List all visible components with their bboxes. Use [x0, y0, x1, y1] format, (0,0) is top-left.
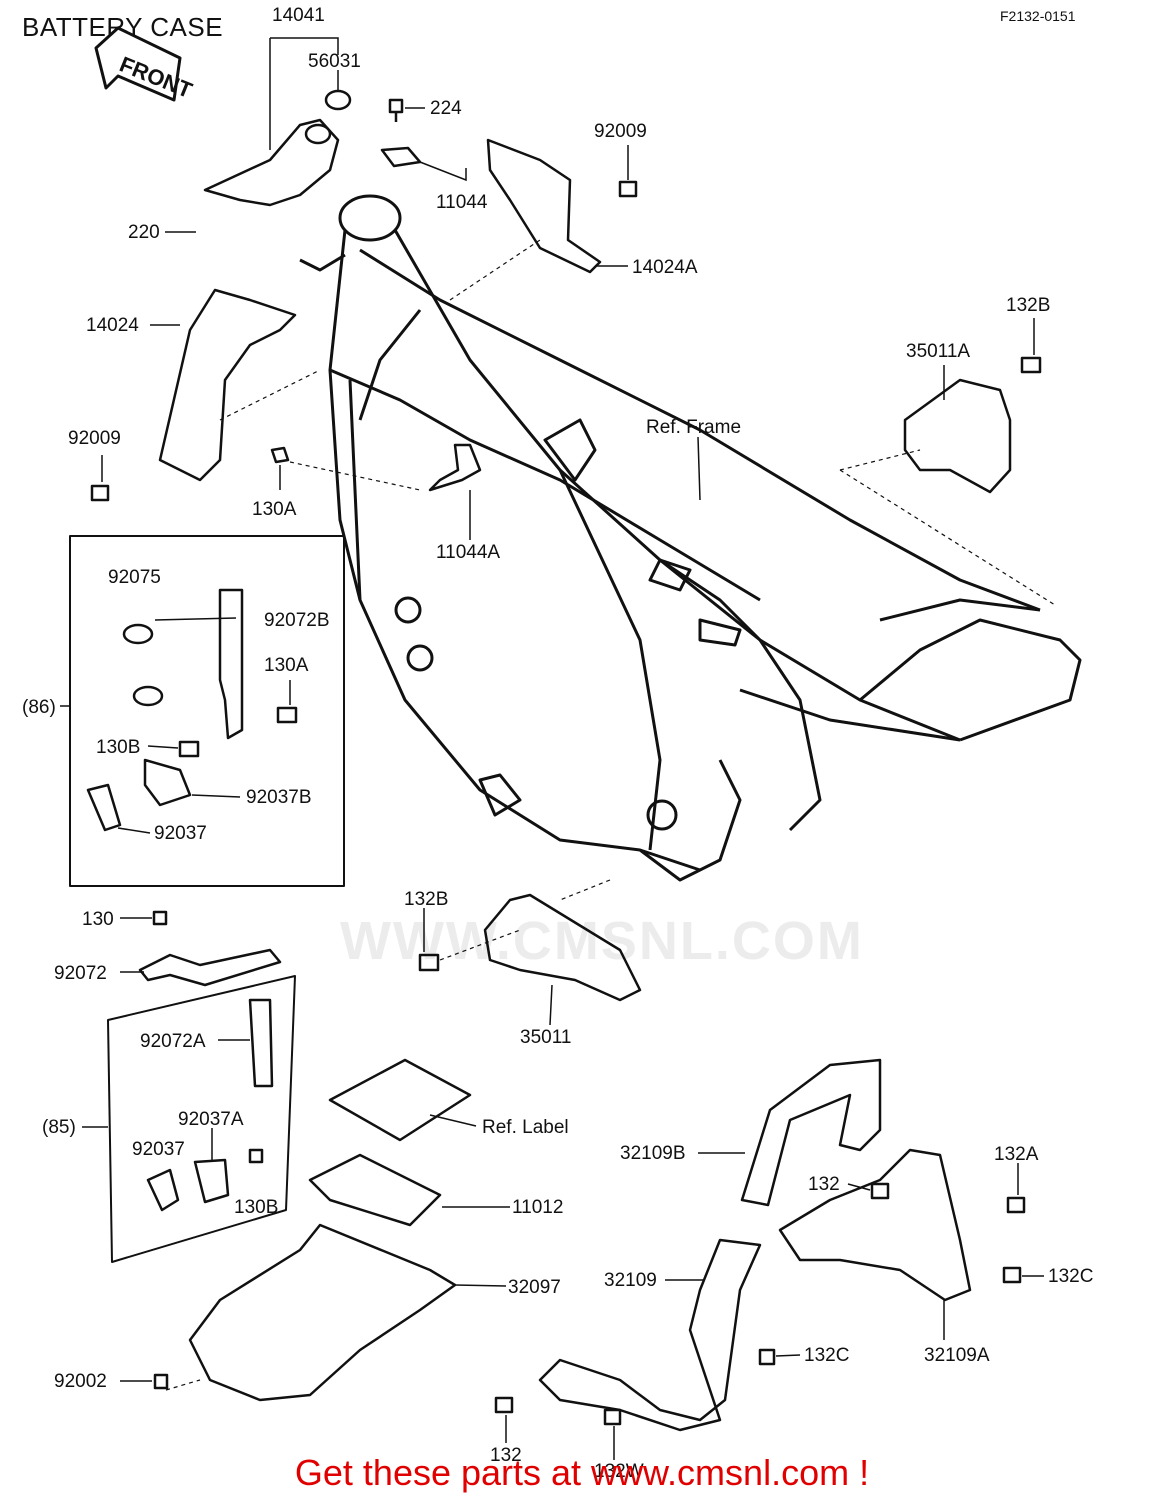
grommet-56031-icon [324, 89, 352, 111]
bolt-132C-right-icon [1002, 1266, 1022, 1284]
label-14024: 14024 [86, 315, 139, 336]
label-32097: 32097 [508, 1277, 561, 1298]
label-92072: 92072 [54, 963, 107, 984]
label-224: 224 [430, 98, 462, 119]
footpeg-35011A-icon [903, 378, 1012, 494]
bolt-132C-mid-icon [758, 1348, 776, 1366]
label-132A: 132A [994, 1144, 1039, 1165]
label-14041: 14041 [272, 5, 325, 26]
cover-14024A-icon [486, 138, 602, 274]
bolt-130A-icon [270, 446, 290, 464]
label-92072A: 92072A [140, 1031, 206, 1052]
bracket-92037A-icon [193, 1158, 230, 1204]
bolt-92009-icon [618, 180, 638, 198]
label-92002: 92002 [54, 1371, 107, 1392]
label-32109B: 32109B [620, 1143, 686, 1164]
label-92009-top: 92009 [594, 121, 647, 142]
label-132-bottom: 132 [490, 1445, 522, 1466]
bolt-130B-box-icon [178, 740, 200, 758]
watermark: WWW.CMSNL.COM [340, 911, 864, 971]
label-92037B: 92037B [246, 787, 312, 808]
strap-92072B-icon [218, 588, 244, 740]
bolt-92009-left-icon [90, 484, 110, 502]
promo-link[interactable]: Get these parts at www.cmsnl.com ! [294, 1452, 870, 1493]
label-132: 132 [808, 1174, 840, 1195]
bracket-32109-icon [538, 1238, 762, 1432]
bolt-132W-icon [603, 1408, 622, 1426]
label-132C-mid: 132C [804, 1345, 850, 1366]
label-130: 130 [82, 909, 114, 930]
label-132B-top: 132B [1006, 295, 1051, 316]
grab-rail-32109B-icon [740, 1058, 882, 1207]
label-ref-label: Ref. Label [482, 1117, 569, 1138]
bolt-92002-icon [153, 1373, 169, 1390]
label-132B-bottom: 132B [404, 889, 449, 910]
assembly-lines [165, 239, 1056, 1391]
label-132W: 132W [594, 1461, 644, 1482]
bracket-92037-box86-icon [86, 783, 122, 832]
label-132C-right: 132C [1048, 1266, 1094, 1287]
label-group-86: (86) [22, 697, 56, 718]
label-11044: 11044 [436, 192, 488, 213]
label-92037-box85: 92037 [132, 1139, 185, 1160]
label-11044A: 11044A [436, 542, 501, 563]
frame-icon [299, 194, 1082, 882]
front-arrow-icon: FRONT [94, 26, 196, 103]
bracket-92037B-icon [143, 758, 192, 807]
bracket-32109A-icon [778, 1148, 972, 1302]
label-92072B: 92072B [264, 610, 330, 631]
cover-14024-icon [158, 288, 297, 482]
leader-lines [60, 37, 1044, 1460]
footpeg-35011-icon [483, 893, 642, 1002]
bolt-130A-box-icon [276, 706, 298, 724]
label-130A-box: 130A [264, 655, 309, 676]
bolt-132-icon [870, 1182, 890, 1200]
label-220: 220 [128, 222, 160, 243]
bolt-132B-bottom-icon [418, 953, 440, 972]
label-sheet-icon [328, 1058, 472, 1142]
label-11012: 11012 [512, 1197, 564, 1218]
diagram-code: F2132-0151 [1000, 8, 1076, 24]
bolt-132A-icon [1006, 1196, 1026, 1214]
label-92037-box86: 92037 [154, 823, 207, 844]
cover-14041-icon [203, 118, 340, 207]
label-130B-box: 130B [96, 737, 141, 758]
label-32109A: 32109A [924, 1345, 990, 1366]
bracket-92037-box85-icon [146, 1168, 180, 1212]
label-130A-mid: 130A [252, 499, 297, 520]
label-14024A: 14024A [632, 257, 698, 278]
bolt-132-bottom-icon [494, 1396, 514, 1414]
battery-case-32097-icon [188, 1223, 457, 1402]
label-35011A: 35011A [906, 341, 971, 362]
bracket-11044A-icon [428, 443, 482, 492]
bracket-11044-icon [380, 146, 422, 168]
strap-92072-icon [138, 948, 282, 987]
cover-11012-icon [308, 1153, 442, 1227]
label-35011: 35011 [520, 1027, 572, 1048]
label-130B-box85: 130B [234, 1197, 279, 1218]
label-56031: 56031 [308, 51, 361, 72]
label-32109: 32109 [604, 1270, 657, 1291]
label-group-85: (85) [42, 1117, 76, 1138]
label-ref-frame: Ref. Frame [646, 417, 742, 438]
label-92009-left: 92009 [68, 428, 121, 449]
bolt-132B-top-icon [1020, 356, 1042, 374]
strap-92072A-icon [248, 998, 274, 1088]
bolt-130B-box85-icon [248, 1148, 264, 1164]
label-92075: 92075 [108, 567, 161, 588]
label-92037A: 92037A [178, 1109, 244, 1130]
washer-92075-icon [122, 623, 154, 645]
bolt-130-icon [152, 910, 168, 926]
